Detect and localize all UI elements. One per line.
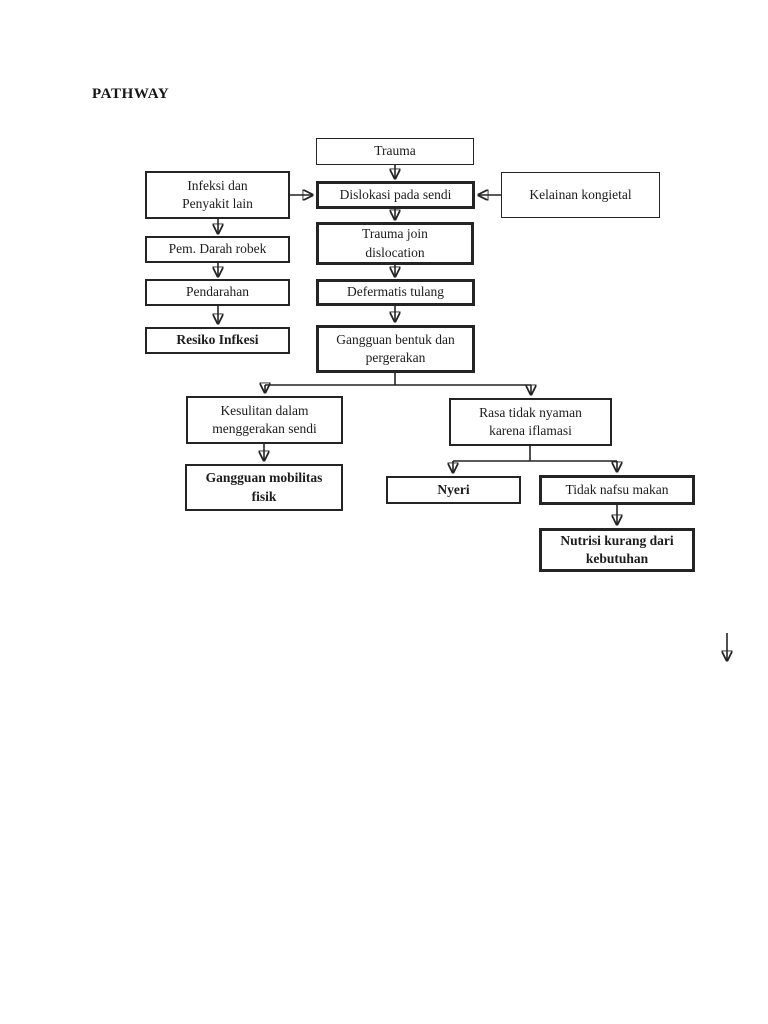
node-trauma: Trauma	[316, 138, 474, 165]
node-trauma-join-dislocation: Trauma join dislocation	[316, 222, 474, 265]
page-title: PATHWAY	[92, 86, 170, 102]
node-dislokasi-pada-sendi: Dislokasi pada sendi	[316, 181, 475, 209]
node-resiko-infkesi: Resiko Infkesi	[145, 327, 290, 354]
node-kelainan-kongietal: Kelainan kongietal	[501, 172, 660, 218]
node-pendarahan: Pendarahan	[145, 279, 290, 306]
node-kesulitan-dalam-menggerakan-sendi: Kesulitan dalam menggerakan sendi	[186, 396, 343, 444]
node-rasa-tidak-nyaman-karena-iflamasi: Rasa tidak nyaman karena iflamasi	[449, 398, 612, 446]
node-gangguan-mobilitas-fisik: Gangguan mobilitas fisik	[185, 464, 343, 511]
node-pem-darah-robek: Pem. Darah robek	[145, 236, 290, 263]
node-tidak-nafsu-makan: Tidak nafsu makan	[539, 475, 695, 505]
node-nyeri: Nyeri	[386, 476, 521, 504]
node-nutrisi-kurang-dari-kebutuhan: Nutrisi kurang dari kebutuhan	[539, 528, 695, 572]
node-gangguan-bentuk-dan-pergerakan: Gangguan bentuk dan pergerakan	[316, 325, 475, 373]
edge-rasa-split	[453, 446, 617, 472]
edge-gangguan-bentuk-split	[265, 373, 531, 394]
node-defermatis-tulang: Defermatis tulang	[316, 279, 475, 306]
node-infeksi-dan-penyakit-lain: Infeksi dan Penyakit lain	[145, 171, 290, 219]
